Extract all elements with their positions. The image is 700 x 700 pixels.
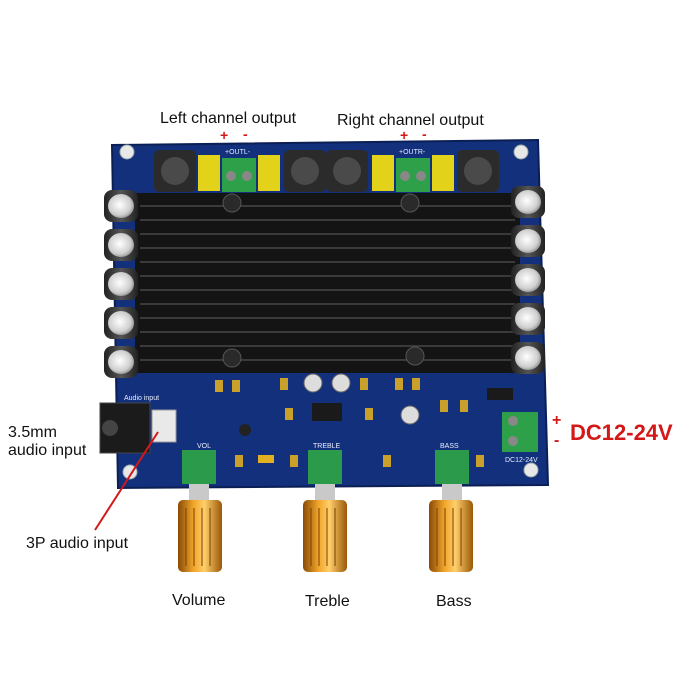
mount-hole <box>513 144 529 160</box>
right-plus: + <box>400 127 409 143</box>
power-label: DC12-24V <box>570 420 673 445</box>
silk-outr: +OUTR- <box>399 149 426 156</box>
transistor <box>239 424 251 436</box>
heatsink-screw <box>405 346 425 366</box>
pointer-3p <box>94 431 159 531</box>
capacitors-right <box>511 186 545 374</box>
left-minus: - <box>243 126 248 142</box>
film-capacitor <box>432 155 454 191</box>
heatsink-screw <box>222 348 242 368</box>
audio-35mm-label: 3.5mm audio input <box>8 424 86 460</box>
heatsink-screw <box>222 193 242 213</box>
audio-35mm-line1: 3.5mm <box>8 424 57 441</box>
mount-hole <box>523 462 539 478</box>
bass-label: Bass <box>436 593 472 610</box>
small-capacitor <box>303 373 323 393</box>
power-minus: - <box>554 432 560 449</box>
bass-potentiometer <box>429 450 473 572</box>
audio-3p-label: 3P audio input <box>26 535 129 552</box>
audio-35mm-line2: audio input <box>8 442 87 459</box>
treble-potentiometer <box>303 450 347 572</box>
film-capacitor <box>198 155 220 191</box>
film-capacitor <box>372 155 394 191</box>
silk-outl: +OUTL- <box>225 149 251 156</box>
silk-power: DC12-24V <box>505 457 538 464</box>
film-capacitor <box>258 155 280 191</box>
left-output-label: Left channel output <box>160 110 297 127</box>
power-plus: + <box>552 412 562 429</box>
left-plus: + <box>220 127 229 143</box>
silk-audio-input: Audio input <box>124 395 159 402</box>
ic-chip <box>312 403 342 421</box>
volume-label: Volume <box>172 592 226 609</box>
heatsink-screw <box>400 193 420 213</box>
smd-components <box>215 378 484 467</box>
diode <box>487 388 513 400</box>
treble-label: Treble <box>305 593 350 610</box>
silk-treble: TREBLE <box>313 443 341 450</box>
silk-vol: VOL <box>197 443 211 450</box>
heatsink <box>135 193 520 373</box>
small-capacitor <box>400 405 420 425</box>
mount-hole <box>119 144 135 160</box>
small-capacitor <box>331 373 351 393</box>
silk-bass: BASS <box>440 443 459 450</box>
volume-potentiometer <box>178 450 222 572</box>
heatsink-fins <box>140 205 515 361</box>
right-minus: - <box>422 126 427 142</box>
right-output-label: Right channel output <box>337 112 484 129</box>
capacitors-left <box>104 190 138 378</box>
power-terminal <box>502 412 538 452</box>
